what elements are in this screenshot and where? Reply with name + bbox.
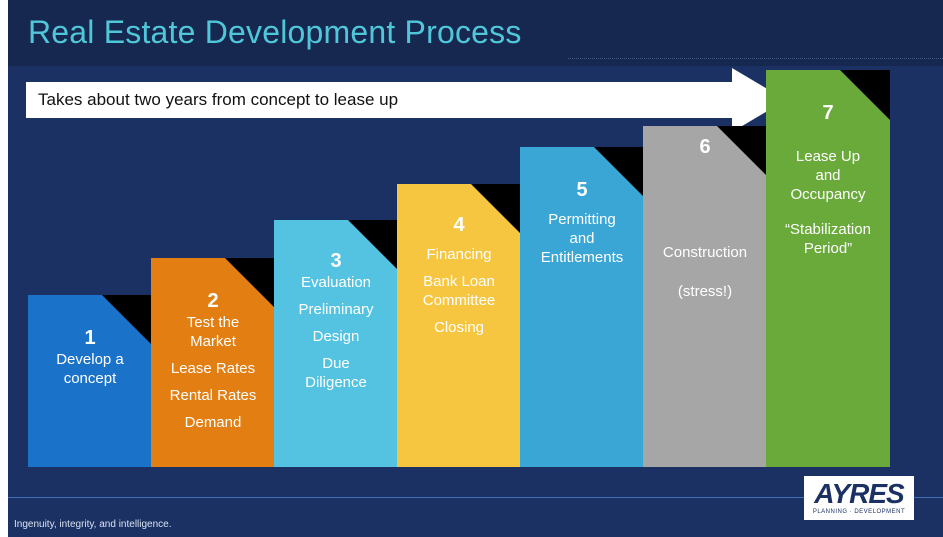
- arrow-label: Takes about two years from concept to le…: [38, 90, 399, 109]
- step-4-line: Bank Loan: [423, 273, 495, 290]
- logo-subtitle: PLANNING · DEVELOPMENT: [812, 509, 906, 515]
- footer-divider: [8, 497, 943, 498]
- step-2-line: Rental Rates: [169, 387, 257, 404]
- ayres-logo: AYRES PLANNING · DEVELOPMENT: [804, 476, 914, 520]
- title-band: Real Estate Development Process: [8, 0, 943, 66]
- step-5-block: 5 Permitting and Entitlements: [520, 147, 644, 467]
- step-7-line: Occupancy: [790, 186, 866, 203]
- step-1-fold-corner: [102, 295, 152, 345]
- step-3-fold-corner: [348, 220, 398, 270]
- timeline-arrow: [26, 68, 786, 132]
- step-3-line: Due: [322, 355, 350, 372]
- step-7-line: “Stabilization: [785, 221, 871, 238]
- step-4-number: 4: [453, 214, 465, 236]
- step-7-number: 7: [822, 102, 834, 124]
- step-3-line: Preliminary: [298, 301, 374, 318]
- logo-wordmark: AYRES: [814, 478, 904, 509]
- step-1-line: concept: [63, 370, 117, 387]
- step-1-line: Develop a: [56, 351, 124, 368]
- step-4-line: Financing: [426, 246, 492, 263]
- step-2-line: Test the: [186, 314, 240, 331]
- step-3-line: Diligence: [305, 374, 367, 391]
- step-7-line: and: [815, 167, 841, 184]
- step-6-fold-corner: [717, 126, 767, 176]
- step-4-fold-corner: [471, 184, 521, 234]
- step-7-fold-corner: [840, 70, 890, 120]
- step-2-line: Lease Rates: [170, 360, 256, 377]
- step-5-line: Entitlements: [540, 249, 624, 266]
- step-3-number: 3: [330, 250, 342, 272]
- step-5-line: Permitting: [548, 211, 616, 228]
- step-7-line: Lease Up: [795, 148, 861, 165]
- step-2-number: 2: [207, 290, 219, 312]
- step-5-fold-corner: [594, 147, 644, 197]
- step-7-block: 7 Lease Up and Occupancy “Stabilization …: [766, 70, 890, 467]
- step-6-block: 6 Construction (stress!): [643, 126, 767, 467]
- step-2-line: Market: [190, 333, 236, 350]
- footer-tagline: Ingenuity, integrity, and intelligence.: [14, 519, 172, 530]
- step-5-line: and: [569, 230, 595, 247]
- slide-title: Real Estate Development Process: [28, 14, 522, 50]
- step-3-block: 3 Evaluation Preliminary Design Due Dili…: [274, 220, 398, 467]
- step-2-block: 2 Test the Market Lease Rates Rental Rat…: [151, 258, 275, 467]
- step-1-block: 1 Develop a concept: [28, 295, 152, 467]
- step-2-line: Demand: [184, 414, 242, 431]
- step-3-line: Design: [312, 328, 360, 345]
- slide: Real Estate Development Process Takes ab…: [8, 0, 943, 537]
- step-4-line: Committee: [422, 292, 496, 309]
- step-4-block: 4 Financing Bank Loan Committee Closing: [397, 184, 521, 467]
- step-6-line: (stress!): [677, 283, 733, 300]
- step-1-number: 1: [84, 327, 96, 349]
- step-6-number: 6: [699, 136, 711, 158]
- step-5-number: 5: [576, 179, 588, 201]
- step-7-line: Period”: [803, 240, 853, 257]
- step-4-line: Closing: [433, 319, 485, 336]
- step-6-line: Construction: [662, 244, 748, 261]
- step-2-fold-corner: [225, 258, 275, 308]
- step-3-line: Evaluation: [300, 274, 372, 291]
